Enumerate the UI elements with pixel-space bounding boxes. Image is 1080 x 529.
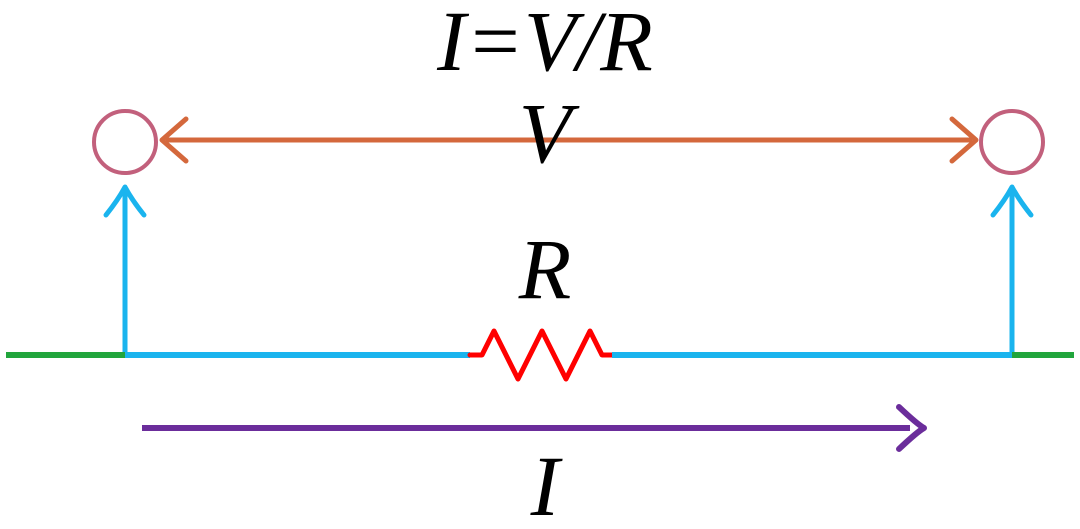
voltage-arrowhead-right-icon bbox=[949, 116, 979, 164]
resistor-zigzag bbox=[467, 328, 615, 382]
current-arrowhead-icon bbox=[896, 404, 927, 452]
terminal-left-circle bbox=[92, 109, 158, 175]
formula-label: I=V/R bbox=[436, 0, 653, 89]
probe-arrowhead-right-icon bbox=[990, 184, 1034, 218]
voltage-label: V bbox=[519, 85, 580, 181]
resistance-label: R bbox=[518, 221, 572, 317]
current-label: I bbox=[530, 438, 563, 529]
voltage-arrowhead-left-icon bbox=[159, 116, 189, 164]
probe-arrowhead-left-icon bbox=[103, 184, 147, 218]
terminal-right-circle bbox=[979, 109, 1045, 175]
